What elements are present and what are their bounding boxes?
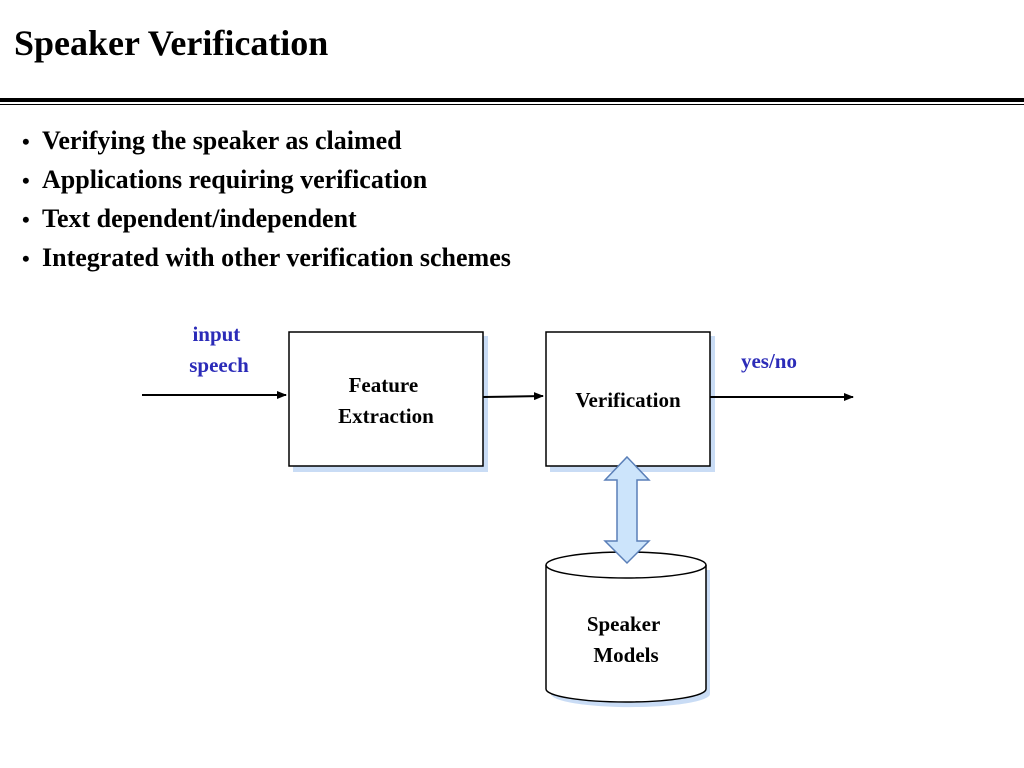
- bullet-item: • Verifying the speaker as claimed: [22, 122, 511, 161]
- bullet-list: • Verifying the speaker as claimed • Appli…: [22, 122, 511, 278]
- cylinder-body: [545, 565, 707, 703]
- feature-extraction-box: Feature Extraction: [288, 331, 488, 472]
- output-label: yes/no: [741, 349, 797, 373]
- speaker-models-cylinder: Speaker Models: [545, 551, 710, 708]
- verification-label: Verification: [575, 388, 681, 412]
- feature-extraction-label: Feature Extraction: [338, 373, 434, 428]
- input-label-line: speech: [189, 353, 249, 377]
- models-label-line: Models: [593, 643, 658, 667]
- title-divider-thin: [0, 104, 1024, 105]
- bullet-dot-icon: •: [22, 246, 30, 271]
- box-body: [545, 331, 711, 467]
- verification-box: Verification: [545, 331, 715, 472]
- bullet-dot-icon: •: [22, 168, 30, 193]
- bullet-dot-icon: •: [22, 207, 30, 232]
- bullet-item: • Applications requiring verification: [22, 161, 511, 200]
- bullet-text: Integrated with other verification schem…: [42, 243, 511, 272]
- feature-label-line: Extraction: [338, 404, 434, 428]
- models-label-line: Speaker: [587, 612, 660, 636]
- double-arrow-icon: [603, 455, 651, 565]
- box-body: [288, 331, 484, 467]
- speaker-models-label: Speaker Models: [587, 612, 665, 667]
- page-title: Speaker Verification: [14, 23, 329, 63]
- feature-to-verification-arrow: [482, 392, 544, 401]
- input-speech-label: input speech: [189, 322, 249, 377]
- bullet-item: • Text dependent/independent: [22, 200, 511, 239]
- title-divider-thick: [0, 98, 1024, 102]
- bullet-dot-icon: •: [22, 129, 30, 154]
- bullet-item: • Integrated with other verification sche…: [22, 239, 511, 278]
- input-label-line: input: [192, 322, 240, 346]
- bullet-text: Text dependent/independent: [42, 204, 357, 233]
- bullet-text: Verifying the speaker as claimed: [42, 126, 402, 155]
- feature-label-line: Feature: [349, 373, 419, 397]
- bullet-text: Applications requiring verification: [42, 165, 428, 194]
